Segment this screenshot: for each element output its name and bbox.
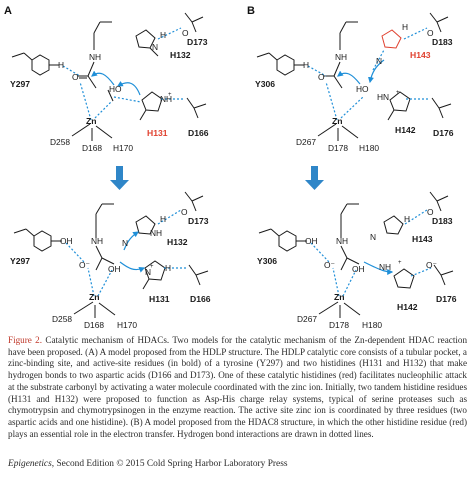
a-bottom-h132-h: H xyxy=(160,214,166,224)
b-top-tyr-oh: H xyxy=(303,60,309,70)
catalytic-mechanism-figure: A B xyxy=(4,5,457,330)
b-bottom-h142-nh: NH xyxy=(379,262,391,272)
a-top-h131: H131 xyxy=(147,128,168,138)
b-top-zn: Zn xyxy=(332,116,343,126)
book-credit: Epigenetics, Second Edition © 2015 Cold … xyxy=(8,459,468,469)
a-bottom-d173-o: O xyxy=(181,207,188,217)
a-bottom-h131-h: H xyxy=(165,263,171,273)
a-top-carbonyl-o: O xyxy=(72,72,79,82)
a-top-h132: H132 xyxy=(170,50,191,60)
b-top-nh: NH xyxy=(335,52,347,62)
panel-b-bottom-scheme xyxy=(258,191,454,318)
b-bottom-zn: Zn xyxy=(334,292,345,302)
b-bottom-d176: D176 xyxy=(436,294,457,304)
a-top-h131-charge: + xyxy=(168,92,172,98)
a-top-h170: H170 xyxy=(113,143,133,153)
b-top-h142-charge: + xyxy=(396,90,400,96)
b-top-d183: D183 xyxy=(432,37,453,47)
b-top-h180: H180 xyxy=(359,143,379,153)
panel-a-top-electron-arrows xyxy=(91,70,141,96)
b-bottom-d178: D178 xyxy=(329,320,349,330)
b-top-d183-o: O xyxy=(427,28,434,38)
b-bottom-tyr-oh: OH xyxy=(305,236,318,246)
a-bottom-tyr-oh: OH xyxy=(60,236,73,246)
b-bottom-h142-charge: + xyxy=(398,260,402,266)
a-top-d166: D166 xyxy=(188,128,209,138)
a-bottom-h131-charge: + xyxy=(150,264,154,270)
b-bottom-nh: NH xyxy=(336,236,348,246)
b-bottom-d183-o: O xyxy=(427,207,434,217)
a-top-nh: NH xyxy=(89,52,101,62)
panel-b-label: B xyxy=(247,5,255,17)
b-top-d178: D178 xyxy=(328,143,348,153)
a-top-d173: D173 xyxy=(187,37,208,47)
b-bottom-h143-h: H xyxy=(404,214,410,224)
a-bottom-d166: D166 xyxy=(190,294,211,304)
b-top-h143-h: H xyxy=(402,22,408,32)
panel-b-top-scheme xyxy=(256,12,452,141)
b-top-d176: D176 xyxy=(433,128,454,138)
a-bottom-d168: D168 xyxy=(84,320,104,330)
a-bottom-d258: D258 xyxy=(52,314,72,324)
figure-label: Figure 2. xyxy=(8,335,43,345)
panel-b-transition-arrow xyxy=(305,166,324,190)
b-bottom-h142: H142 xyxy=(397,302,418,312)
panel-b-top-electron-arrows xyxy=(337,59,385,85)
a-top-water: HO xyxy=(109,84,122,94)
a-bottom-y297: Y297 xyxy=(10,256,30,266)
panel-b-top-hbonds xyxy=(307,27,428,121)
a-top-h132-nh: N xyxy=(152,42,158,52)
panel-b-bottom-hbonds xyxy=(310,209,432,297)
panel-b-bottom-electron-arrows xyxy=(363,261,394,275)
a-top-y297: Y297 xyxy=(10,79,30,89)
a-bottom-h132-n: N xyxy=(122,238,128,248)
b-bottom-h143-n: N xyxy=(370,232,376,242)
b-top-y306: Y306 xyxy=(255,79,275,89)
a-bottom-h170: H170 xyxy=(117,320,137,330)
panel-a-top-hbonds xyxy=(62,27,184,121)
a-bottom-zn: Zn xyxy=(89,292,100,302)
b-bottom-d176-o: O⁻ xyxy=(426,260,437,270)
b-bottom-oh: OH xyxy=(352,264,365,274)
b-top-h142: H142 xyxy=(395,125,416,135)
b-top-h142-hn: HN xyxy=(377,92,389,102)
a-bottom-h131-nh: N xyxy=(145,267,151,277)
caption-text: Catalytic mechanism of HDACs. Two models… xyxy=(8,335,468,439)
b-bottom-h180: H180 xyxy=(362,320,382,330)
a-bottom-nh: NH xyxy=(91,236,103,246)
a-top-tyr-oh: H xyxy=(58,60,64,70)
b-top-carbonyl-o: O xyxy=(318,72,325,82)
panel-a-top-scheme xyxy=(11,12,207,141)
panel-a-bottom-electron-arrows xyxy=(119,231,146,273)
b-top-h143: H143 xyxy=(410,50,431,60)
b-bottom-d183: D183 xyxy=(432,216,453,226)
a-bottom-oxyanion: O⁻ xyxy=(79,260,90,270)
a-bottom-h132: H132 xyxy=(167,237,188,247)
b-top-water: HO xyxy=(356,84,369,94)
a-top-d258: D258 xyxy=(50,137,70,147)
panel-a-bottom-scheme xyxy=(13,191,209,318)
a-top-h132-h: H xyxy=(160,30,166,40)
a-top-d168: D168 xyxy=(82,143,102,153)
a-top-h131-nh: NH xyxy=(160,94,172,104)
panel-a-label: A xyxy=(4,5,12,17)
credit-text: , Second Edition © 2015 Cold Spring Harb… xyxy=(51,459,288,469)
b-top-d267: D267 xyxy=(296,137,316,147)
figure-caption: Figure 2. Catalytic mechanism of HDACs. … xyxy=(8,335,467,440)
a-bottom-oh: OH xyxy=(108,264,121,274)
b-top-h143-n: N xyxy=(376,56,382,66)
b-bottom-oxyanion: O⁻ xyxy=(324,260,335,270)
a-bottom-d173: D173 xyxy=(188,216,209,226)
panel-a-transition-arrow xyxy=(110,166,129,190)
a-bottom-h131: H131 xyxy=(149,294,170,304)
a-top-d173-o: O xyxy=(182,28,189,38)
a-bottom-h132-nh: NH xyxy=(150,228,162,238)
b-bottom-y306: Y306 xyxy=(257,256,277,266)
b-bottom-d267: D267 xyxy=(297,314,317,324)
panel-a-bottom-hbonds xyxy=(65,209,186,297)
book-title: Epigenetics xyxy=(8,459,52,469)
a-top-zn: Zn xyxy=(86,116,97,126)
b-bottom-h143: H143 xyxy=(412,234,433,244)
